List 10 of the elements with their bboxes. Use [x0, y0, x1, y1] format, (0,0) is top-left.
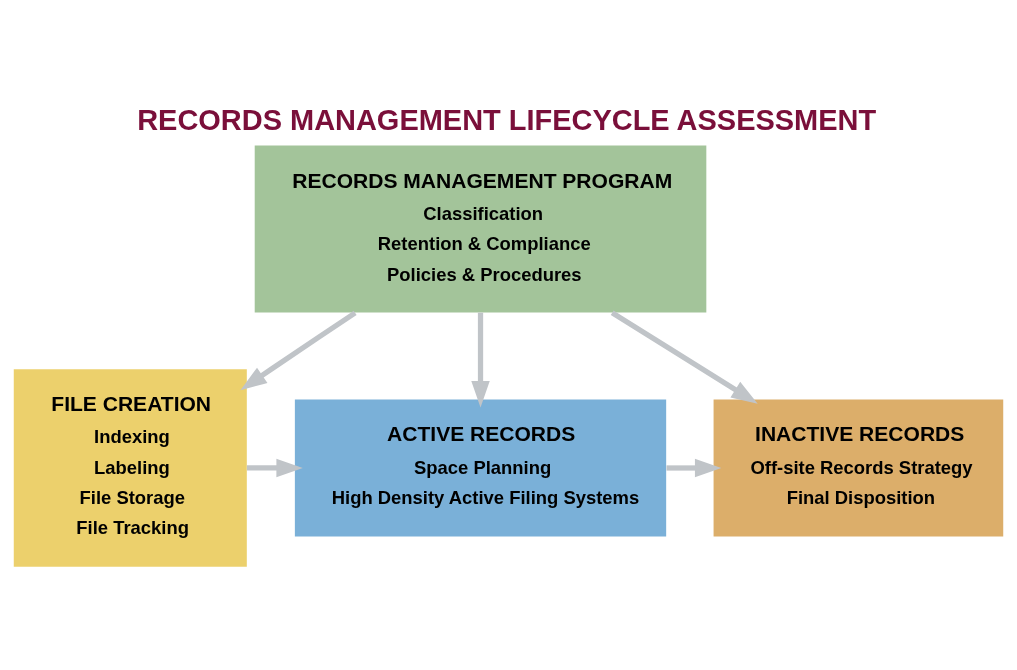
- arrow: [471, 312, 490, 408]
- diagram-title: RECORDS MANAGEMENT LIFECYCLE ASSESSMENT: [137, 104, 877, 137]
- node-box: ACTIVE RECORDS Space Planning High Density Active Filing Systems: [294, 399, 667, 537]
- arrow: [610, 310, 758, 404]
- arrow: [666, 458, 722, 478]
- node-box: RECORDS MANAGEMENT PROGRAM Classification Retention & Compliance Policies & Procedures: [254, 145, 707, 313]
- arrow: [240, 310, 357, 391]
- node-box: INACTIVE RECORDS Off-site Records Strategy Final Disposition: [713, 399, 1004, 537]
- arrow: [246, 458, 303, 478]
- node-box: FILE CREATION Indexing Labeling File Storage File Tracking: [13, 369, 247, 567]
